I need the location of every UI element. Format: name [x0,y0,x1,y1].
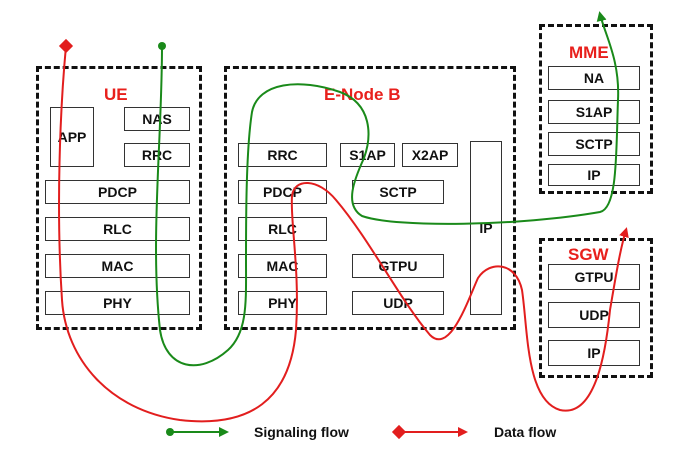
signaling-start-dot [158,42,166,50]
data-start-diamond [58,38,74,54]
ue-title: UE [104,85,128,104]
ue-nas-box: NAS [124,107,190,131]
data-flow-path [58,45,629,423]
legend-signaling-label: Signaling flow [254,424,349,440]
enb-udp-box: UDP [352,291,444,315]
sgw-gtpu-box: GTPU [548,264,640,290]
ue-app-box: APP [50,107,94,167]
enb-title: E-Node B [324,85,401,104]
enb-sctp-box: SCTP [352,180,444,204]
ue-rlc-box: RLC [45,217,190,241]
sgw-title: SGW [568,245,609,264]
mme-sctp-box: SCTP [548,132,640,156]
mme-ip-box: IP [548,164,640,186]
ue-rrc-box: RRC [124,143,190,167]
mme-s1ap-box: S1AP [548,100,640,124]
sgw-group [539,238,653,378]
enb-mac-box: MAC [238,254,327,278]
enb-rrc-box: RRC [238,143,327,167]
legend-data-label: Data flow [494,424,557,440]
enb-gtpu-box: GTPU [352,254,444,278]
sgw-udp-box: UDP [548,302,640,328]
enb-group [224,66,516,330]
ue-phy-box: PHY [45,291,190,315]
ue-group [36,66,202,330]
mme-title: MME [569,43,609,62]
enb-rlc-box: RLC [238,217,327,241]
mme-na-box: NA [548,66,640,90]
enb-x2ap-box: X2AP [402,143,458,167]
ue-mac-box: MAC [45,254,190,278]
mme-group [539,24,653,194]
signaling-flow-path [155,11,620,367]
enb-s1ap-box: S1AP [340,143,395,167]
enb-phy-box: PHY [238,291,327,315]
ue-pdcp-box: PDCP [45,180,190,204]
sgw-ip-box: IP [548,340,640,366]
